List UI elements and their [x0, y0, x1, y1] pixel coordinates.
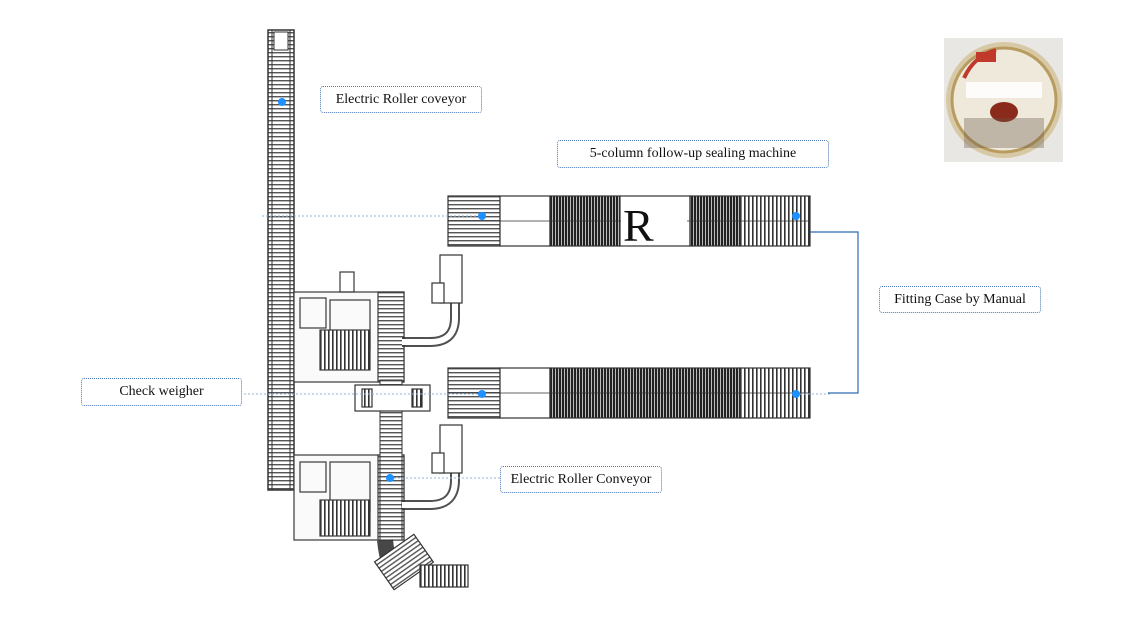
label-sealing-machine: 5-column follow-up sealing machine — [557, 140, 829, 168]
marker-dot — [386, 474, 394, 482]
label-electric-roller-coveyor: Electric Roller coveyor — [320, 86, 482, 113]
overlay-letter: R — [621, 203, 687, 245]
upper-packing-machine — [293, 271, 405, 383]
product-photo — [944, 38, 1063, 162]
lower-sealing-line — [431, 367, 811, 474]
position-markers — [278, 98, 800, 482]
label-check-weigher: Check weigher — [81, 378, 242, 406]
marker-dot — [278, 98, 286, 106]
product-bowl-image — [946, 42, 1062, 158]
marker-dot — [792, 212, 800, 220]
label-electric-roller-conveyor: Electric Roller Conveyor — [500, 466, 662, 493]
vertical-roller-conveyor — [267, 29, 295, 491]
check-weigher-unit — [354, 384, 431, 412]
fitting-case-bracket — [810, 231, 859, 394]
outfeed-conveyor — [373, 533, 469, 591]
marker-dot — [792, 390, 800, 398]
marker-dot — [478, 212, 486, 220]
label-fitting-case: Fitting Case by Manual — [879, 286, 1041, 313]
leader-lines — [236, 215, 830, 479]
marker-dot — [478, 390, 486, 398]
